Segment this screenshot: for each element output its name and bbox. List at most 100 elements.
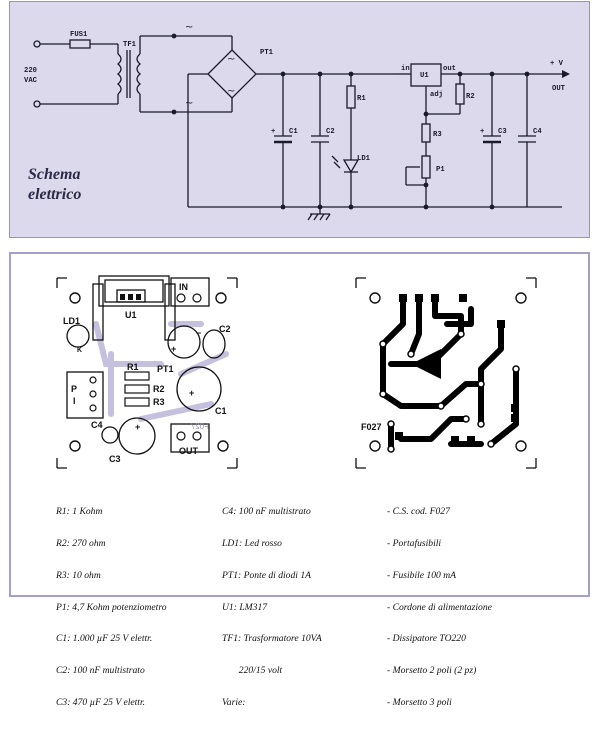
fuse-symbol xyxy=(69,39,91,49)
parts-item: - Portafusibili xyxy=(387,537,442,549)
parts-item: LD1: Led rosso xyxy=(222,537,282,549)
parts-item: - Morsetto 3 poli xyxy=(387,696,452,708)
parts-item: - C.S. cod. F027 xyxy=(387,506,450,518)
pcb-label-c3-plus: + xyxy=(135,422,140,432)
label-tf1: TF1 xyxy=(123,41,137,49)
pt1-footprint xyxy=(167,325,201,359)
schematic-panel: ~ ~ ~ ~ FUS1 TF1 PT1 220 VAC C1 C2 R1 LD… xyxy=(9,1,590,238)
label-c1: C1 xyxy=(289,128,298,136)
parts-item: U1: LM317 xyxy=(222,601,268,613)
c3-footprint xyxy=(118,417,156,455)
schematic-title-line1: Schema xyxy=(28,166,81,183)
out-terminal xyxy=(170,423,210,453)
p1-footprint xyxy=(66,371,104,419)
pcb-label-ld1: LD1 xyxy=(63,316,80,326)
pcb-label-r2: R2 xyxy=(153,384,165,394)
label-adj: adj xyxy=(430,91,443,99)
r3-resistor xyxy=(421,123,431,143)
label-vac-voltage: 220 xyxy=(24,67,37,75)
ac-symbol-bottom: ~ xyxy=(185,98,193,109)
label-in: in xyxy=(401,65,410,73)
copper-layout: F027 xyxy=(355,277,537,469)
ac-symbol-top: ~ xyxy=(185,22,193,33)
parts-list-column-1: R1: 1 Kohm R2: 270 ohm R3: 10 ohm P1: 4,… xyxy=(56,486,167,730)
r2-footprint xyxy=(124,384,150,394)
parts-item: 220/15 volt xyxy=(222,665,283,677)
pcb-label-i: I xyxy=(73,396,76,406)
transformer-primary xyxy=(116,53,122,95)
label-c4: C4 xyxy=(533,128,542,136)
parts-item: - Morsetto 2 poli (2 pz) xyxy=(387,665,477,677)
c1-footprint xyxy=(176,366,222,412)
bridge-rectifier xyxy=(207,49,257,99)
parts-item: P1: 4,7 Kohm potenziometro xyxy=(56,601,167,613)
parts-item: - Dissipatore TO220 xyxy=(387,633,466,645)
label-r3: R3 xyxy=(433,131,442,139)
pcb-label-c1: C1 xyxy=(215,406,227,416)
led-symbol xyxy=(342,159,360,174)
copper-traces xyxy=(380,297,519,452)
parts-item: C3: 470 µF 25 V elettr. xyxy=(56,696,146,708)
pcb-label-pt1-plus: + xyxy=(171,344,176,354)
label-c3-plus: + xyxy=(480,128,484,136)
schematic-diagram: ~ ~ ~ ~ FUS1 TF1 PT1 220 VAC C1 C2 R1 LD… xyxy=(24,22,570,221)
pcb-label-k: K xyxy=(77,347,82,354)
pcb-label-p: P xyxy=(71,384,77,394)
label-out: out xyxy=(443,65,456,73)
component-layout: IN U1 LD1 K C2 PT1 R1 R2 R3 P I C4 C3 C1… xyxy=(56,275,238,469)
ac-terminal-top xyxy=(33,40,41,48)
ac-terminal-bottom xyxy=(33,100,41,108)
pcb-label-u1: U1 xyxy=(125,310,137,320)
pcb-panel: IN U1 LD1 K C2 PT1 R1 R2 R3 P I C4 C3 C1… xyxy=(9,252,590,707)
p1-potentiometer xyxy=(421,155,431,179)
parts-item: C2: 100 nF multistrato xyxy=(56,665,145,677)
parts-item: R3: 10 ohm xyxy=(56,569,101,581)
in-terminal xyxy=(170,277,210,307)
copper-pad-large xyxy=(411,349,441,379)
pcb-label-c4: C4 xyxy=(91,420,103,430)
schematic-title: Schema elettrico xyxy=(28,165,81,205)
parts-list-column-2: C4: 100 nF multistrato LD1: Led rosso PT… xyxy=(222,486,322,730)
copper-code-label: F027 xyxy=(361,422,382,432)
parts-item: - Cordone di alimentazione xyxy=(387,601,492,613)
label-pt1: PT1 xyxy=(260,49,274,57)
pcb-label-r3: R3 xyxy=(153,397,165,407)
label-p1: P1 xyxy=(436,166,445,174)
pcb-label-c3: C3 xyxy=(109,454,121,464)
label-ld1: LD1 xyxy=(357,155,371,163)
parts-item: R1: 1 Kohm xyxy=(56,506,103,518)
r1-footprint xyxy=(124,371,150,381)
label-r2: R2 xyxy=(466,93,475,101)
bridge-ac-symbol-top: ~ xyxy=(227,54,235,65)
pcb-label-pt1: PT1 xyxy=(157,364,174,374)
label-fus1: FUS1 xyxy=(70,31,88,39)
parts-item: Varie: xyxy=(222,696,246,708)
label-out-terminal: OUT xyxy=(552,85,566,93)
transformer-secondary xyxy=(136,53,142,95)
pcb-label-out: OUT xyxy=(179,446,199,456)
u1-footprint xyxy=(116,289,146,303)
pcb-label-c2: C2 xyxy=(219,324,231,334)
pcb-label-pt1-minus: − xyxy=(196,328,201,338)
label-c2: C2 xyxy=(326,128,335,136)
schematic-title-line2: elettrico xyxy=(28,186,82,203)
pcb-layouts: IN U1 LD1 K C2 PT1 R1 R2 R3 P I C4 C3 C1… xyxy=(56,275,537,469)
r2-resistor xyxy=(455,83,465,105)
pcb-label-in: IN xyxy=(179,282,188,292)
ld1-footprint xyxy=(66,324,90,348)
bridge-ac-symbol-bottom: ~ xyxy=(227,86,235,97)
label-c1-plus: + xyxy=(271,128,275,136)
label-u1: U1 xyxy=(420,72,429,80)
parts-item: C1: 1.000 µF 25 V elettr. xyxy=(56,633,153,645)
pcb-label-r1: R1 xyxy=(127,362,139,372)
parts-item: - Fusibile 100 mA xyxy=(387,569,457,581)
label-vac-unit: VAC xyxy=(24,77,38,85)
pcb-mirrored-code: F027 xyxy=(190,422,209,431)
label-c3: C3 xyxy=(498,128,507,136)
c4-footprint xyxy=(101,426,119,444)
parts-item: R2: 270 ohm xyxy=(56,537,106,549)
output-arrow xyxy=(562,70,570,78)
c2-footprint xyxy=(202,329,226,359)
parts-item: C4: 100 nF multistrato xyxy=(222,506,311,518)
parts-item: TF1: Trasformatore 10VA xyxy=(222,633,322,645)
